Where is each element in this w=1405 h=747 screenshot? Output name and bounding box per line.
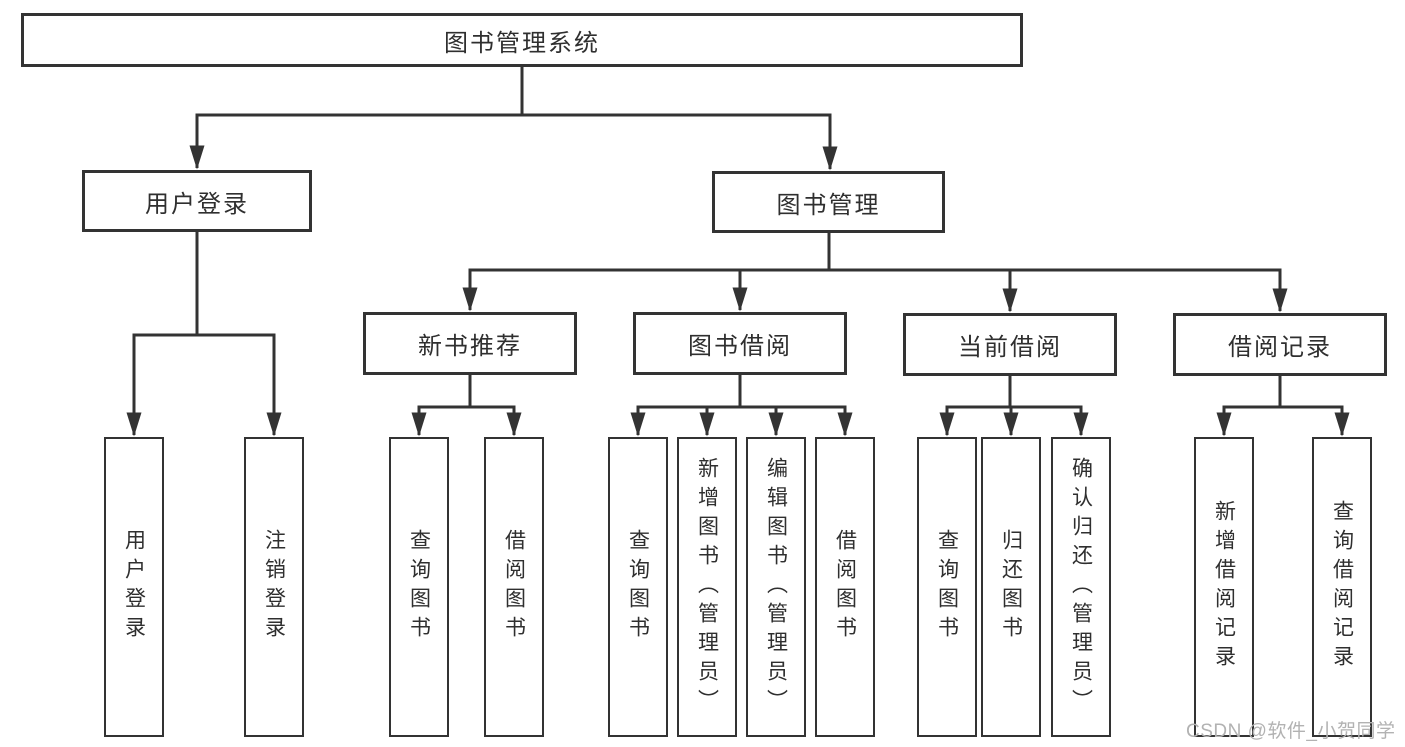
leaf-edit-book-admin: 编辑图书（管理员） (746, 437, 806, 737)
leaf-return-books: 归还图书 (981, 437, 1041, 737)
leaf-confirm-return-admin-label: 确认归还（管理员） (1069, 456, 1093, 718)
leaf-current-query-books-label: 查询图书 (935, 529, 959, 645)
node-book-borrowing: 图书借阅 (633, 312, 847, 375)
watermark-text: CSDN @软件_小贺同学 (1186, 721, 1396, 742)
node-borrowing-records-label: 借阅记录 (1228, 334, 1332, 361)
node-current-borrowing-label: 当前借阅 (958, 334, 1062, 361)
leaf-user-login-label: 用户登录 (122, 529, 146, 645)
leaf-edit-book-admin-label: 编辑图书（管理员） (764, 456, 788, 718)
leaf-borrowing-query-books: 查询图书 (608, 437, 668, 737)
leaf-query-borrow-record-label: 查询借阅记录 (1330, 500, 1354, 674)
leaf-add-book-admin-label: 新增图书（管理员） (695, 456, 719, 718)
leaf-borrowing-borrow-books: 借阅图书 (815, 437, 875, 737)
leaf-logout-label: 注销登录 (262, 529, 286, 645)
leaf-add-borrow-record-label: 新增借阅记录 (1212, 500, 1236, 674)
leaf-recommend-query-books-label: 查询图书 (407, 529, 431, 645)
node-library-management-system: 图书管理系统 (21, 13, 1023, 67)
leaf-borrowing-query-books-label: 查询图书 (626, 529, 650, 645)
node-book-borrowing-label: 图书借阅 (688, 333, 792, 360)
node-new-book-recommendation: 新书推荐 (363, 312, 577, 375)
node-borrowing-records: 借阅记录 (1173, 313, 1387, 376)
node-current-borrowing: 当前借阅 (903, 313, 1117, 376)
leaf-recommend-borrow-books: 借阅图书 (484, 437, 544, 737)
leaf-recommend-borrow-books-label: 借阅图书 (502, 529, 526, 645)
node-new-book-recommendation-label: 新书推荐 (418, 333, 522, 360)
leaf-add-borrow-record: 新增借阅记录 (1194, 437, 1254, 737)
leaf-add-book-admin: 新增图书（管理员） (677, 437, 737, 737)
node-user-login: 用户登录 (82, 170, 312, 232)
leaf-user-login: 用户登录 (104, 437, 164, 737)
leaf-current-query-books: 查询图书 (917, 437, 977, 737)
node-book-management: 图书管理 (712, 171, 945, 233)
leaf-logout: 注销登录 (244, 437, 304, 737)
node-library-management-system-label: 图书管理系统 (444, 29, 600, 57)
node-book-management-label: 图书管理 (776, 191, 881, 219)
edge-skeleton (132, 65, 1344, 409)
leaf-return-books-label: 归还图书 (999, 529, 1023, 645)
leaf-recommend-query-books: 查询图书 (389, 437, 449, 737)
leaf-query-borrow-record: 查询借阅记录 (1312, 437, 1372, 737)
leaf-confirm-return-admin: 确认归还（管理员） (1051, 437, 1111, 737)
leaf-borrowing-borrow-books-label: 借阅图书 (833, 529, 857, 645)
node-user-login-label: 用户登录 (145, 190, 249, 218)
